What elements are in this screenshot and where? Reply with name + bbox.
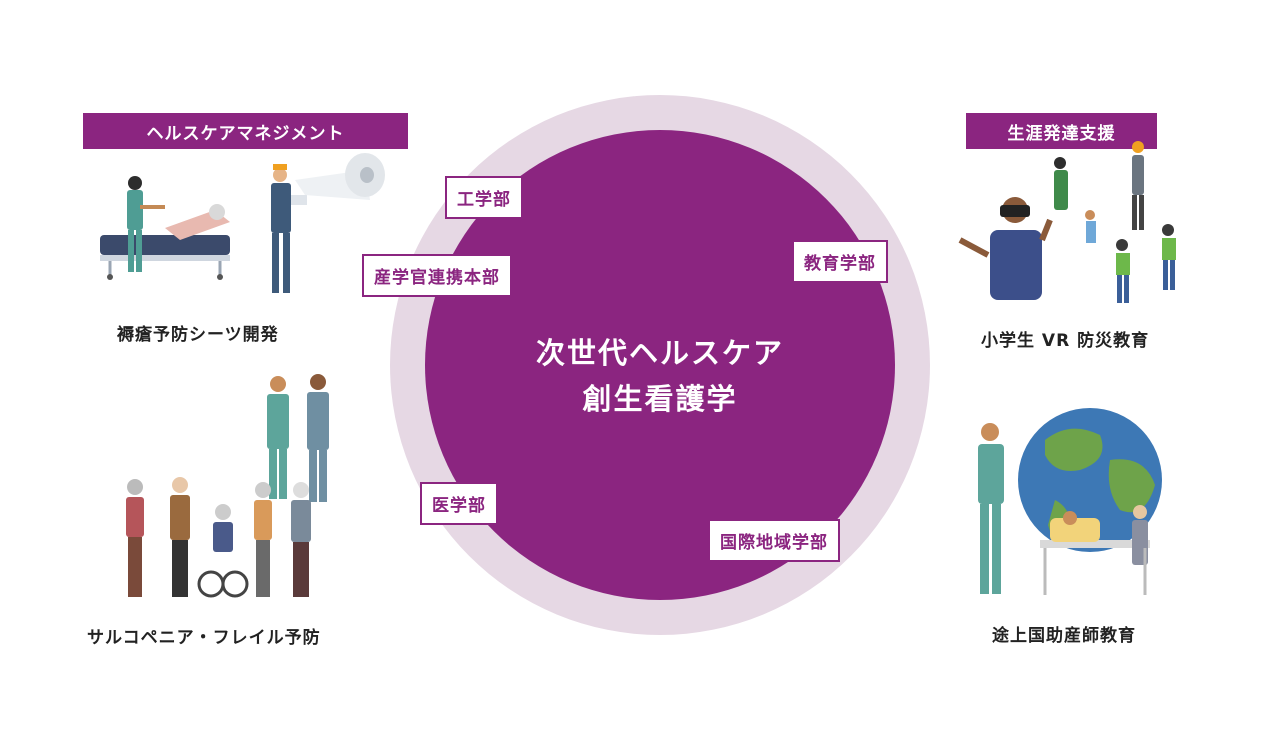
midwife-education-illustration xyxy=(978,408,1162,595)
dept-industry-collaboration: 産学官連携本部 xyxy=(362,254,512,297)
caption-vr-disaster-education: 小学生 VR 防災教育 xyxy=(981,331,1150,351)
banner-healthcare-management: ヘルスケアマネジメント xyxy=(83,113,408,149)
dept-regional-studies: 国際地域学部 xyxy=(708,519,840,562)
dept-education: 教育学部 xyxy=(792,240,888,283)
sarcopenia-frailty-illustration xyxy=(126,374,329,598)
caption-sarcopenia-frailty: サルコペニア・フレイル予防 xyxy=(87,628,321,648)
banner-lifelong-development: 生涯発達支援 xyxy=(966,113,1157,149)
center-title-line2: 創生看護学 xyxy=(582,382,738,416)
center-title-line1: 次世代ヘルスケア xyxy=(535,336,784,370)
dept-engineering: 工学部 xyxy=(445,176,523,219)
caption-midwife-education: 途上国助産師教育 xyxy=(992,626,1136,646)
pressure-sheet-illustration xyxy=(100,153,385,293)
caption-pressure-ulcer-sheet: 褥瘡予防シーツ開発 xyxy=(117,325,279,345)
center-title: 次世代ヘルスケア 創生看護学 xyxy=(425,330,895,422)
vr-disaster-education-illustration xyxy=(958,141,1176,303)
dept-medicine: 医学部 xyxy=(420,482,498,525)
